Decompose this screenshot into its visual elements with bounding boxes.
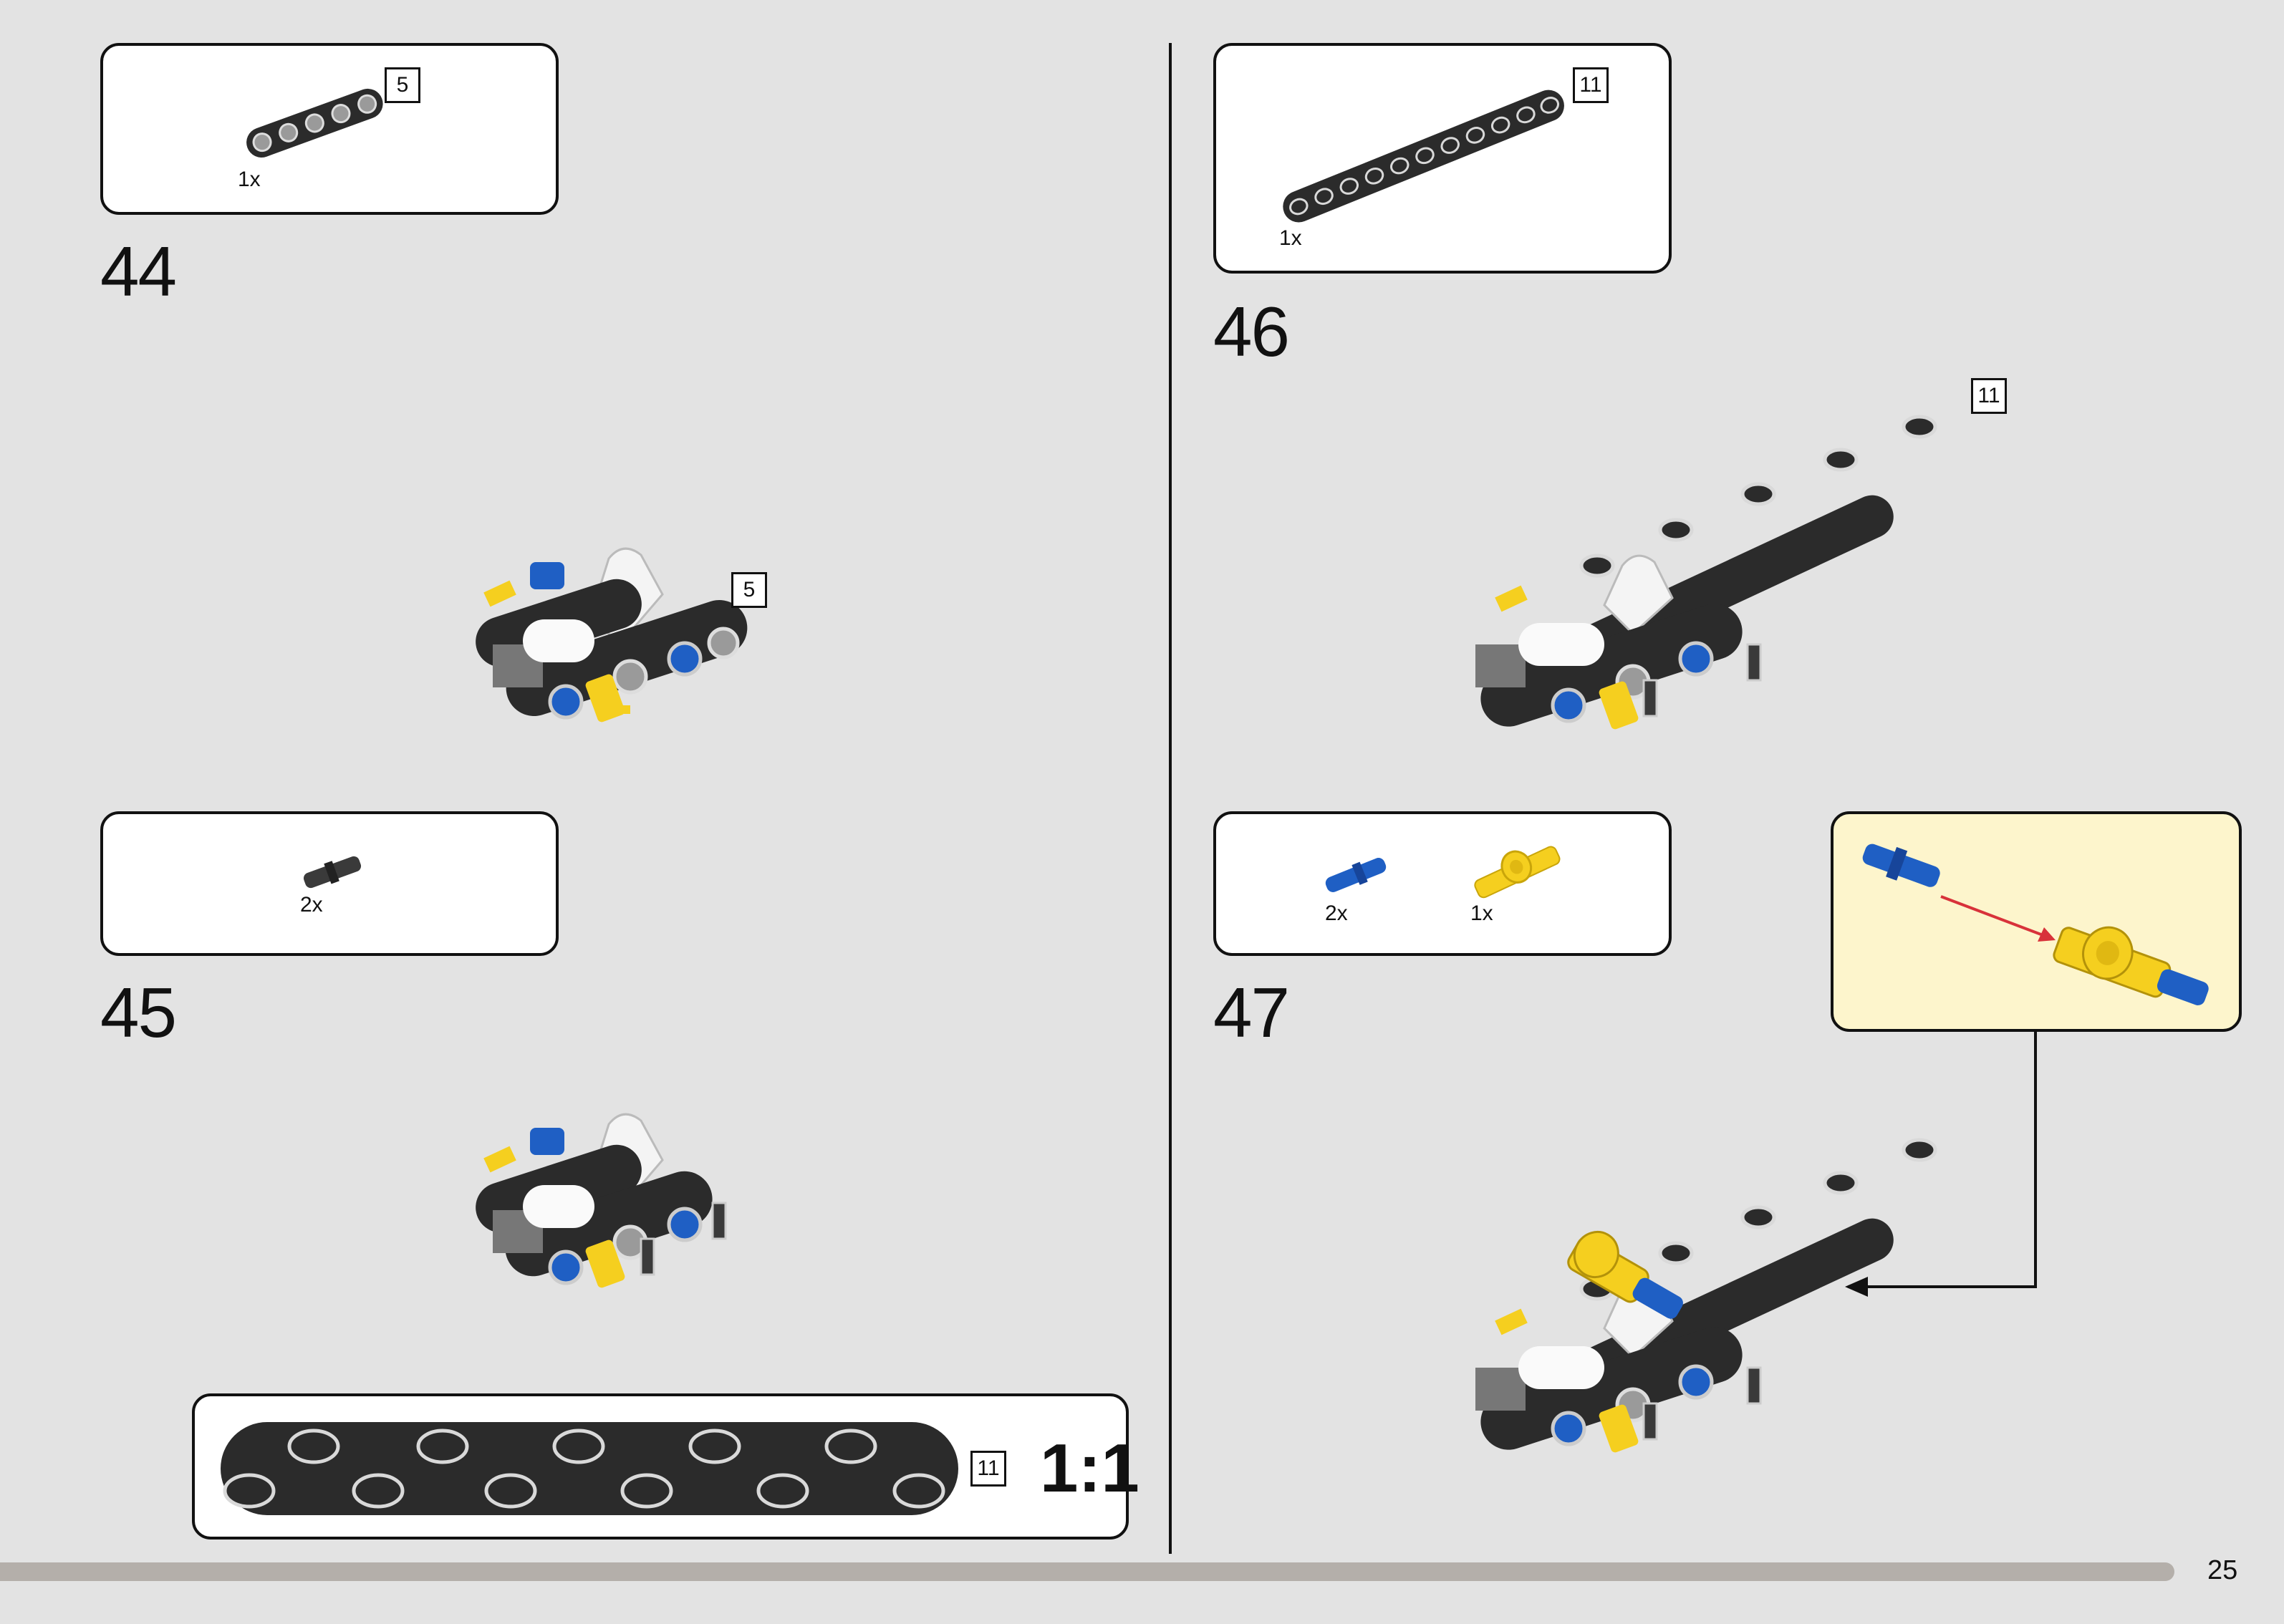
- parts-box-step-44: 5 1x: [100, 43, 559, 215]
- sub-assembly-callout: [1831, 811, 2242, 1032]
- pin-blue-icon: [1325, 858, 1387, 892]
- step-47-assembly-illustration: [1475, 1138, 1937, 1453]
- part-quantity-yellow-connector: 1x: [1470, 902, 1493, 925]
- part-quantity: 2x: [300, 893, 323, 917]
- parts-box-step-47: 2x 1x: [1213, 811, 1672, 956]
- step-44-assembly-illustration: [476, 547, 748, 722]
- callout-pointer-arrow: [1845, 1032, 2037, 1297]
- step-number-44: 44: [100, 232, 177, 311]
- pin-black-icon: [303, 856, 362, 889]
- part-quantity: 1x: [238, 168, 261, 191]
- beam-11-full-scale-icon: [221, 1422, 958, 1515]
- axle-connector-yellow-icon: [1474, 846, 1561, 899]
- parts-box-step-46: 11 1x: [1213, 43, 1672, 274]
- parts-box-step-45: 2x: [100, 811, 559, 956]
- step-45-assembly-illustration: [476, 1113, 727, 1288]
- part-quantity: 1x: [1279, 226, 1302, 250]
- part-quantity-blue-pin: 2x: [1325, 902, 1348, 925]
- step-46-assembly-illustration: [1475, 415, 1937, 730]
- length-badge: 11: [970, 1451, 1006, 1487]
- page-divider: [1169, 43, 1172, 1554]
- length-badge: 11: [1573, 67, 1609, 103]
- progress-bar: [0, 1562, 2174, 1581]
- page-number: 25: [2207, 1555, 2238, 1585]
- beam-11-icon: [1283, 90, 1564, 223]
- step-number-45: 45: [100, 973, 177, 1052]
- step-number-46: 46: [1213, 292, 1290, 371]
- beam-5-icon: [246, 88, 383, 158]
- scale-reference-box: 11 1:1: [192, 1393, 1139, 1540]
- assembly-length-badge: 5: [731, 572, 767, 608]
- scale-label: 1:1: [1040, 1430, 1139, 1507]
- step-number-47: 47: [1213, 973, 1290, 1052]
- sub-assembly-illustration: [1862, 844, 2209, 1005]
- assembly-length-badge: 11: [1971, 378, 2007, 414]
- length-badge: 5: [385, 67, 420, 103]
